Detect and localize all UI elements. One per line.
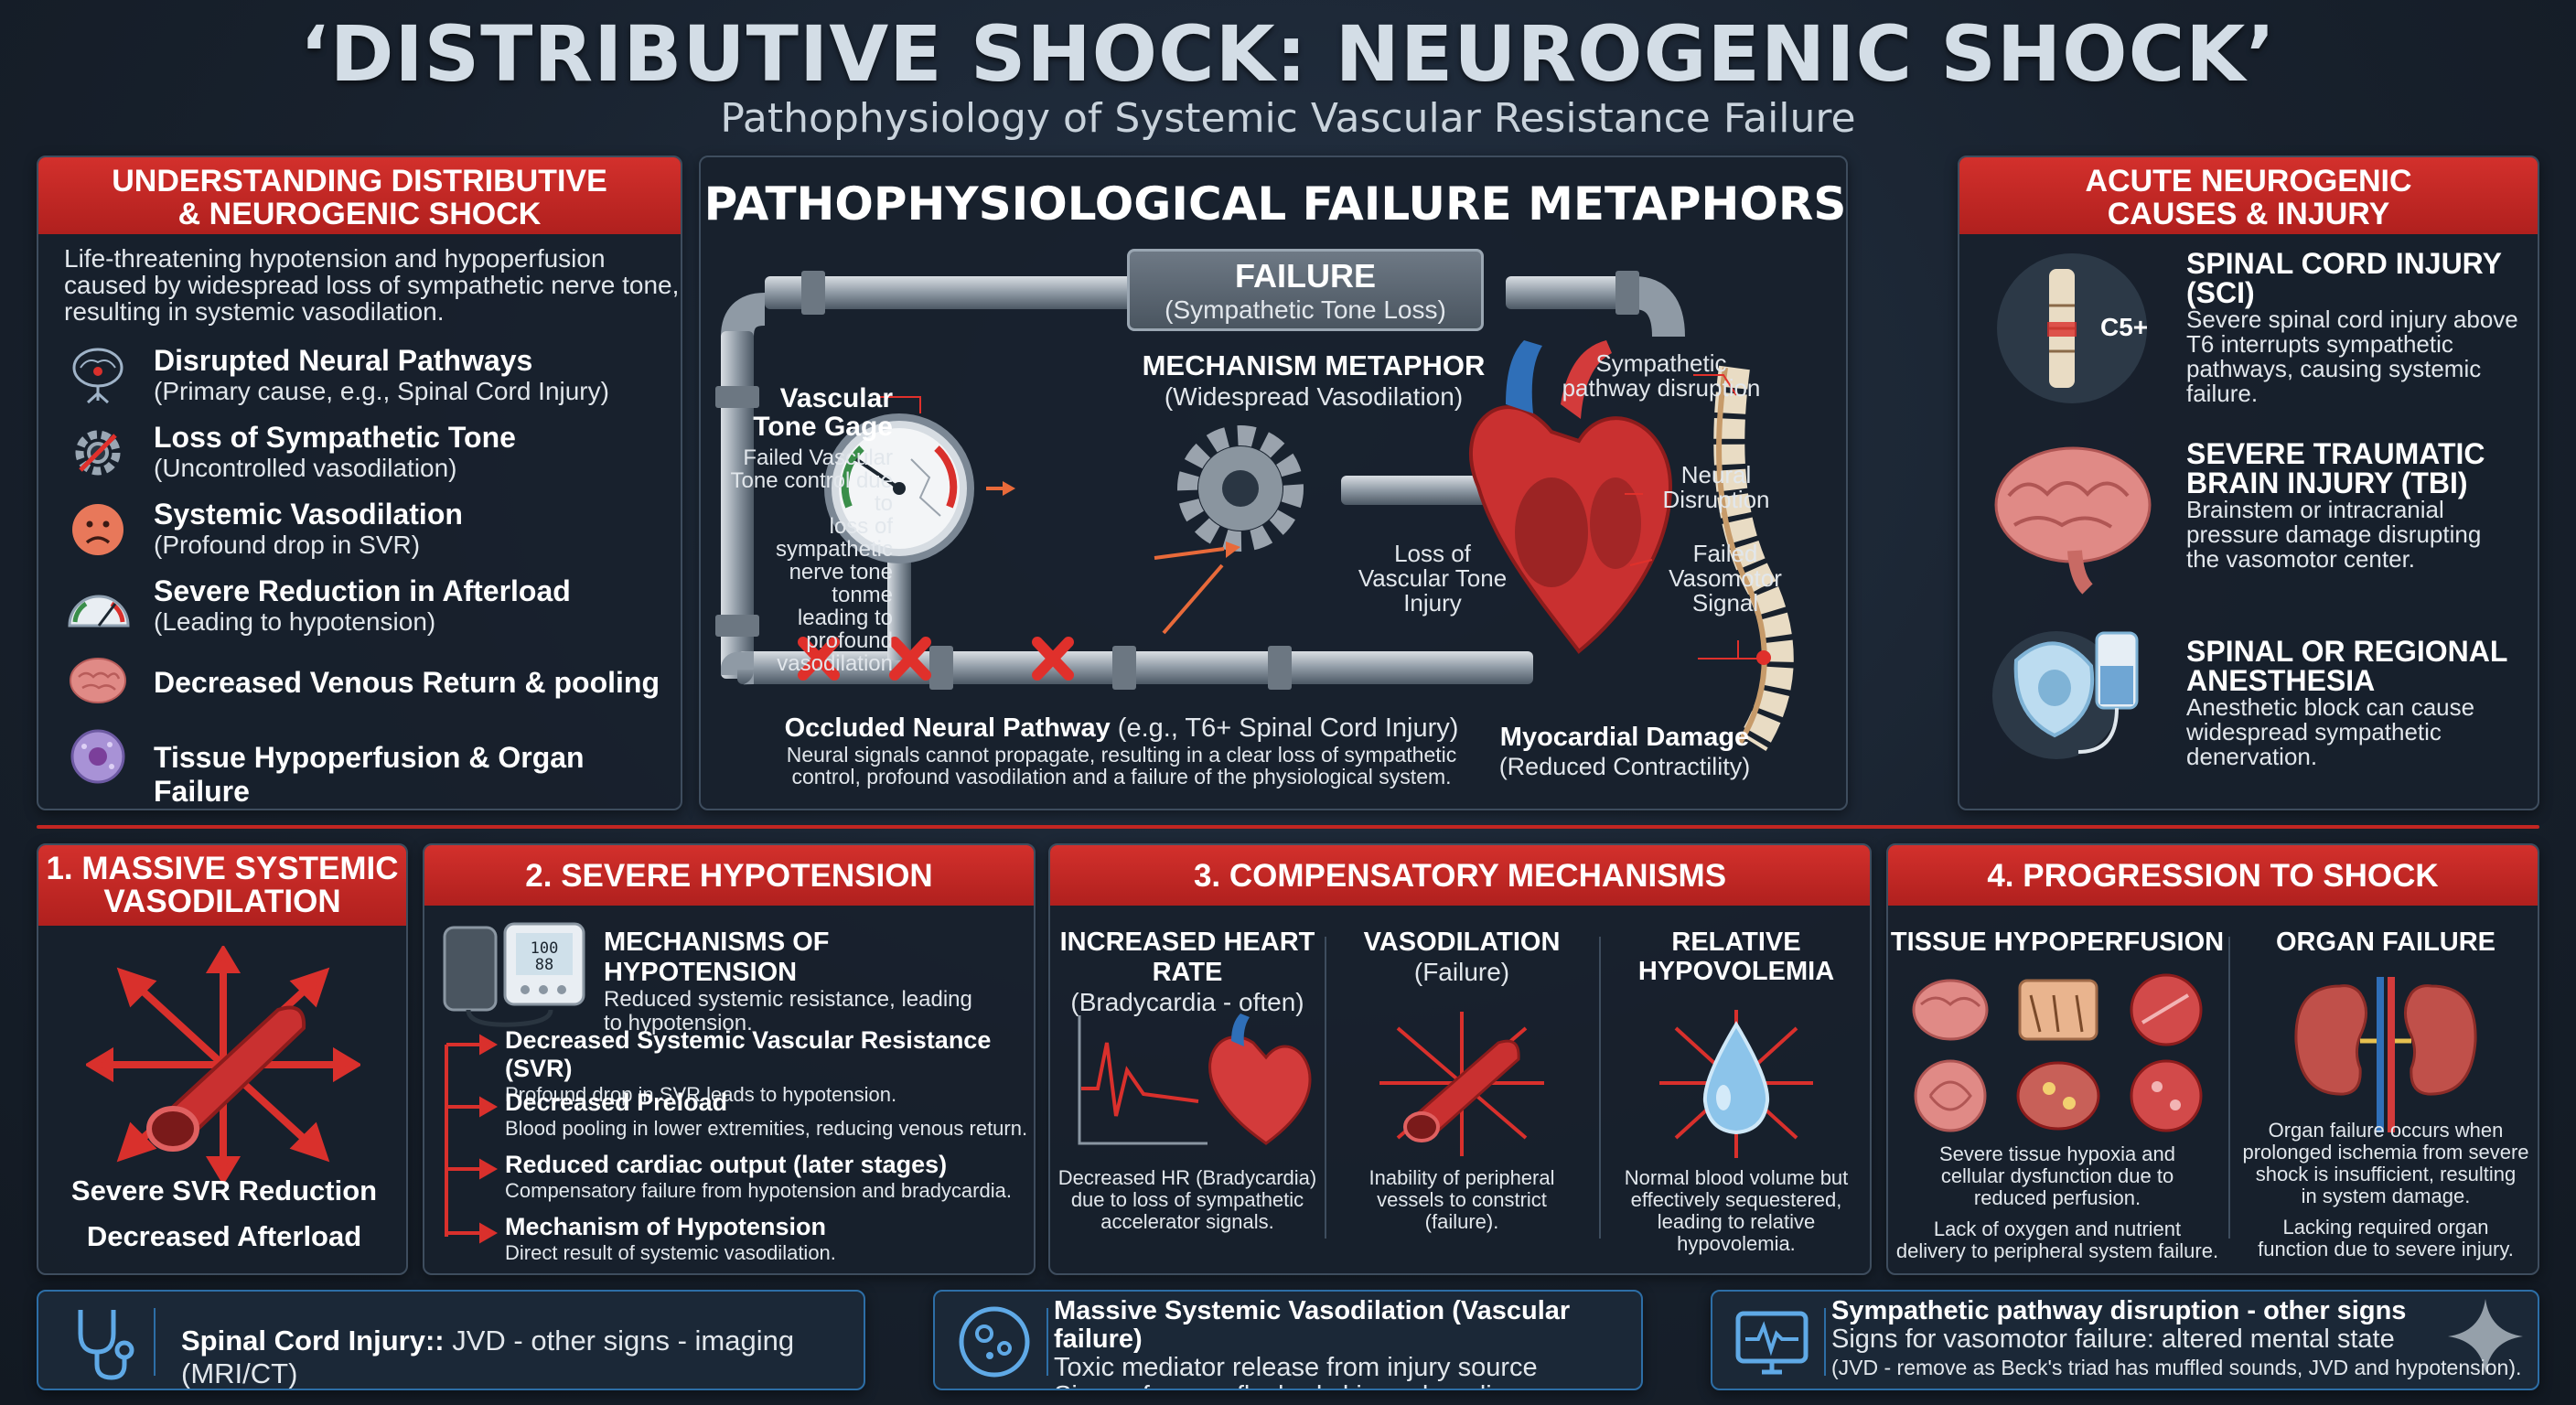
column-divider (2228, 937, 2230, 1239)
left-item-sub: (Primary cause, e.g., Spinal Cord Injury… (154, 377, 609, 405)
myocardial-damage-label: Myocardial Damage (Reduced Contractility… (1498, 723, 1751, 780)
left-item-sub: (Profound drop in SVR) (154, 531, 421, 559)
right-panel-heading: ACUTE NEUROGENIC CAUSES & INJURY (1959, 157, 2538, 234)
compensatory-mechanisms-panel: 3. COMPENSATORY MECHANISMS INCREASED HEA… (1048, 843, 1872, 1275)
footer-bar-vasodilation: Massive Systemic Vasodilation (Vascular … (933, 1290, 1643, 1390)
massive-vasodilation-panel: 1. MASSIVE SYSTEMIC VASODILATION Severe … (37, 843, 408, 1275)
svg-text:88: 88 (535, 956, 553, 974)
page-subtitle: Pathophysiology of Systemic Vascular Res… (720, 95, 1856, 142)
left-panel-heading: UNDERSTANDING DISTRIBUTIVE & NEUROGENIC … (38, 157, 681, 234)
cause-sci: SPINAL CORD INJURY (SCI) Severe spinal c… (2186, 247, 2518, 407)
left-item-title: Tissue Hypoperfusion & Organ Failure (154, 741, 585, 808)
left-panel-intro: Life-threatening hypotension and hypoper… (64, 244, 680, 326)
microbe-icon (959, 1306, 1030, 1378)
bp-readout: 100 (531, 939, 559, 958)
section-divider (37, 825, 2539, 829)
heart-rate-icon (1078, 1014, 1312, 1145)
gear-icon (1177, 425, 1304, 552)
compensatory-col-hypovolemia: RELATIVE HYPOVOLEMIA (1637, 928, 1835, 986)
column-divider (1325, 937, 1326, 1239)
compensatory-desc: Inability of peripheral vessels to const… (1368, 1166, 1555, 1233)
loss-vascular-tone-label: Loss of Vascular Tone Injury (1358, 540, 1508, 617)
vasomotor-signal-label: Failed Vasomotor Signal (1669, 540, 1782, 617)
footer-bar-sci: Spinal Cord Injury:: JVD - other signs -… (37, 1290, 865, 1390)
left-item-title: Loss of Sympathetic Tone (154, 421, 516, 454)
heart-illustration (1468, 340, 1673, 654)
mechanism-label: MECHANISM METAPHOR (Widespread Vasodilat… (1142, 349, 1486, 411)
sympathetic-disruption-label: Sympathetic pathway disruption (1562, 349, 1761, 402)
sparkle-icon (2448, 1299, 2523, 1374)
hypotension-item: Decreased Preload Blood pooling in lower… (505, 1089, 1028, 1140)
c5-label: C5+ (2100, 313, 2149, 341)
center-panel-heading: PATHOPHYSIOLOGICAL FAILURE METAPHORS (703, 177, 1847, 231)
kidney-icon (2294, 977, 2477, 1132)
cell-icon (70, 729, 125, 784)
spine-cord-icon (1997, 253, 2147, 403)
blood-pressure-monitor-icon: 100 88 (443, 922, 585, 1027)
tissue-hypoperfusion-title: TISSUE HYPOPERFUSION (1890, 928, 2225, 957)
compensatory-col-vasodilation: VASODILATION (Failure) (1363, 928, 1561, 986)
footer-sci-text: Spinal Cord Injury:: JVD - other signs -… (181, 1325, 795, 1389)
left-item-vasodilation: Systemic Vasodilation (Profound drop in … (57, 492, 679, 565)
center-panel: PATHOPHYSIOLOGICAL FAILURE METAPHORS (699, 156, 1848, 810)
left-item-title: Decreased Venous Return & pooling (154, 666, 660, 699)
failure-box: FAILURE (Sympathetic Tone Loss) (1127, 249, 1484, 331)
bracket-arrows (445, 1034, 498, 1244)
stethoscope-icon (78, 1310, 134, 1380)
compensatory-col-heart-rate: INCREASED HEART RATE (Bradycardia - ofte… (1059, 928, 1315, 1016)
left-item-sub: (Uncontrolled vasodilation) (154, 454, 457, 482)
sad-face-icon (72, 504, 123, 555)
hypotension-item: Reduced cardiac output (later stages) Co… (505, 1151, 1012, 1202)
anesthesia-mask-iv-icon (1992, 631, 2139, 759)
brain-icon (70, 658, 126, 703)
gage-label: Vascular Tone Gage (753, 383, 893, 442)
gauge-icon (68, 595, 130, 627)
hypotension-item: Decreased Systemic Vascular Resistance (… (505, 1026, 992, 1106)
tissue-icons (1912, 973, 2203, 1132)
footer-sympathetic-text: Sympathetic pathway disruption - other s… (1831, 1296, 2522, 1380)
ecg-monitor-icon (1735, 1311, 1809, 1375)
cause-anesthesia: SPINAL OR REGIONAL ANESTHESIA Anesthetic… (2186, 635, 2508, 770)
compensatory-desc: Decreased HR (Bradycardia) due to loss o… (1057, 1166, 1317, 1233)
gage-description: Failed Vascular Tone control due to loss… (730, 445, 893, 676)
organ-failure-desc: Organ failure occurs when prolonged isch… (2242, 1119, 2529, 1260)
page-title: ‘DISTRIBUTIVE SHOCK: NEUROGENIC SHOCK’ (299, 9, 2277, 99)
left-item-hypoperfusion: Tissue Hypoperfusion & Organ Failure (57, 721, 679, 808)
left-item-neural-pathways: Disrupted Neural Pathways (Primary cause… (57, 338, 679, 412)
organ-failure-title: ORGAN FAILURE (2275, 928, 2496, 957)
footer-bar-sympathetic: Sympathetic pathway disruption - other s… (1711, 1290, 2539, 1390)
footer-vasodilation-text: Massive Systemic Vasodilation (Vascular … (1054, 1296, 1571, 1389)
dilated-vessel-icon (1379, 1012, 1544, 1156)
right-panel: ACUTE NEUROGENIC CAUSES & INJURY C5+ SPI… (1958, 156, 2539, 810)
compensatory-desc: Normal blood volume but effectively sequ… (1624, 1166, 1849, 1255)
progression-to-shock-panel: 4. PROGRESSION TO SHOCK TISSUE HYPOPERFU… (1886, 843, 2539, 1275)
left-item-title: Severe Reduction in Afterload (154, 574, 571, 607)
water-drop-icon (1659, 1010, 1813, 1158)
left-item-afterload: Severe Reduction in Afterload (Leading t… (57, 569, 679, 642)
left-item-sympathetic-tone: Loss of Sympathetic Tone (Uncontrolled v… (57, 415, 679, 488)
left-item-title: Systemic Vasodilation (154, 498, 463, 531)
brain-neuron-icon (72, 348, 123, 404)
occluded-pathway-label: Occluded Neural Pathway (e.g., T6+ Spina… (784, 713, 1459, 788)
cause-tbi: SEVERE TRAUMATIC BRAIN INJURY (TBI) Brai… (2186, 437, 2485, 573)
severe-hypotension-panel: 2. SEVERE HYPOTENSION 100 88 MECHANISMS … (423, 843, 1036, 1275)
neural-disruption-label: Neural Disruption (1662, 461, 1770, 513)
spine-illustration (1713, 365, 1794, 752)
left-panel: UNDERSTANDING DISTRIBUTIVE & NEUROGENIC … (37, 156, 682, 810)
mechanisms-of-hypotension: MECHANISMS OF HYPOTENSION Reduced system… (604, 928, 972, 1035)
column-divider (1599, 937, 1601, 1239)
left-item-venous-return: Decreased Venous Return & pooling (57, 646, 679, 719)
left-item-title: Disrupted Neural Pathways (154, 344, 533, 377)
dilated-vessel-icon (86, 946, 360, 1184)
tissue-hypoperfusion-desc: Severe tissue hypoxia and cellular dysfu… (1895, 1142, 2219, 1262)
hypotension-item: Mechanism of Hypotension Direct result o… (505, 1213, 836, 1264)
left-item-sub: (Leading to hypotension) (154, 607, 436, 636)
brain-icon (1994, 446, 2152, 595)
broken-gear-icon (75, 430, 121, 476)
